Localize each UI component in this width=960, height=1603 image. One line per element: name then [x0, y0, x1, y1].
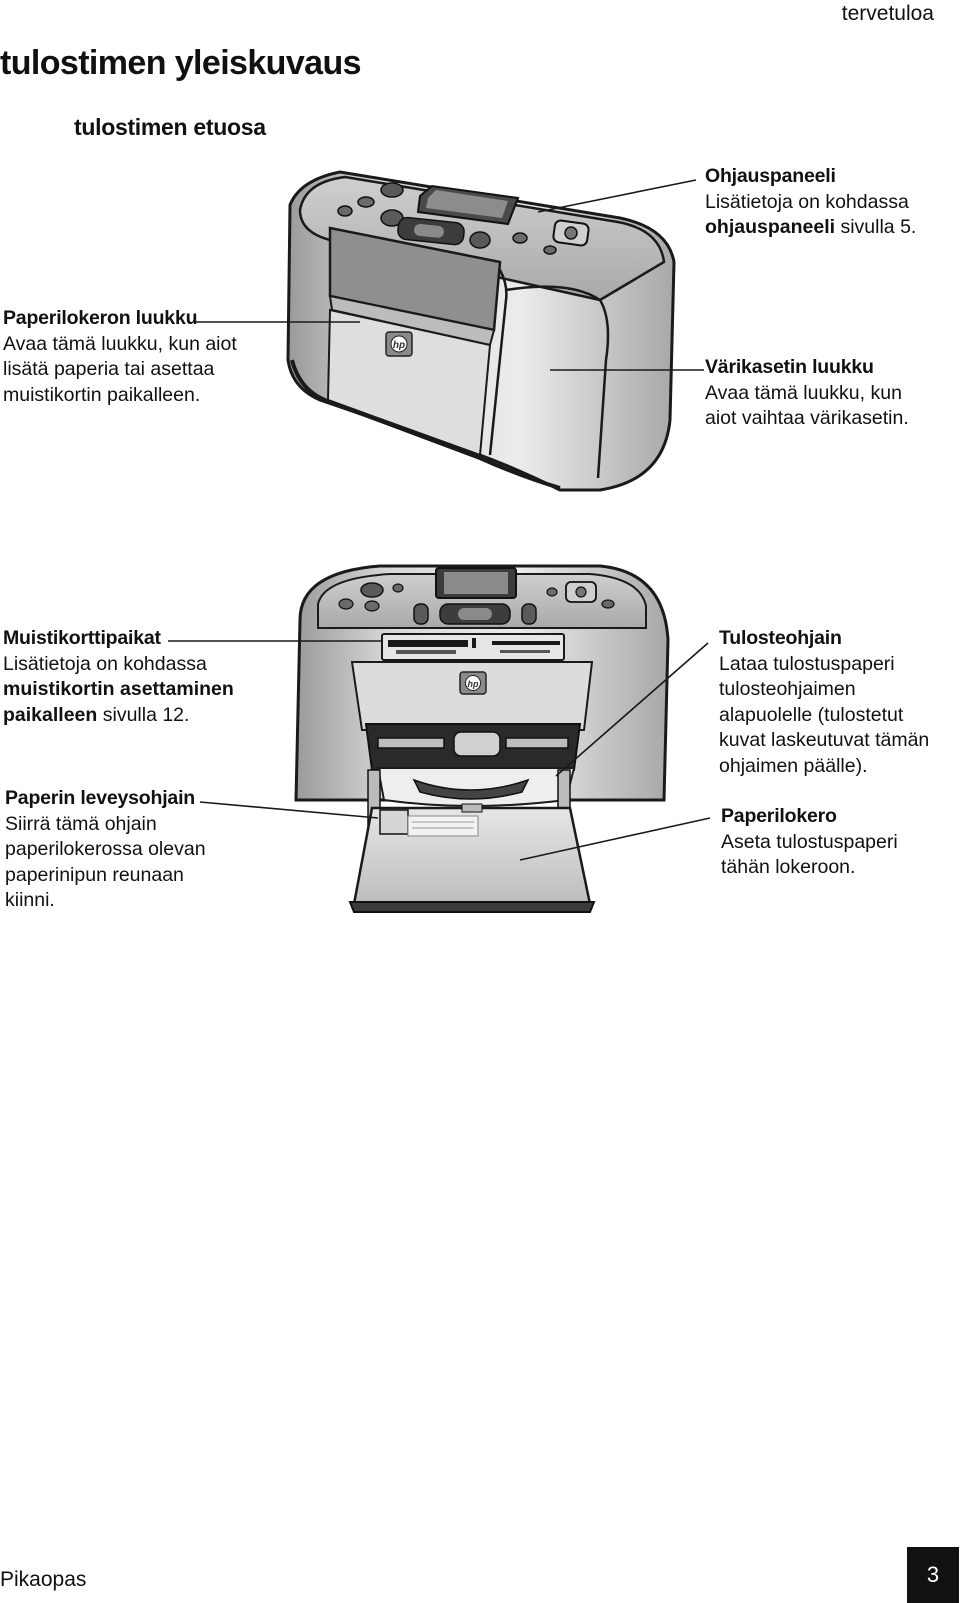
callout-heading: Paperin leveysohjain — [5, 787, 196, 809]
callout-paper-tray: Paperilokero Aseta tulostuspaperi tähän … — [721, 804, 898, 881]
callout-paper-door: Paperilokeron luukku Avaa tämä luukku, k… — [3, 306, 237, 408]
callout-text: kiinni. — [5, 889, 55, 911]
callout-leader-lines — [168, 179, 711, 861]
callout-heading: Värikasetin luukku — [705, 356, 874, 378]
reference-link[interactable]: ohjauspaneeli — [705, 216, 836, 238]
callout-card-slots: Muistikorttipaikat Lisätietoja on kohdas… — [3, 626, 234, 728]
callout-control-panel: Ohjauspaneeli Lisätietoja on kohdassa oh… — [705, 164, 916, 241]
callout-text: lisätä paperia tai asettaa — [3, 358, 215, 380]
footer-guide-name: Pikaopas — [0, 1568, 87, 1591]
callout-text: kuvat laskeutuvat tämän — [719, 729, 930, 751]
callout-text: Avaa tämä luukku, kun — [705, 381, 902, 404]
callout-text: Lisätietoja on kohdassa — [705, 190, 909, 213]
callout-heading: Muistikorttipaikat — [3, 627, 161, 649]
svg-text:hp: hp — [468, 679, 479, 689]
callout-text: tähän lokeroon. — [721, 856, 856, 878]
callout-text: ohjaimen päälle). — [719, 754, 868, 777]
reference-link[interactable]: muistikortin asettaminen — [3, 678, 234, 700]
reference-link[interactable]: paikalleen — [3, 703, 98, 726]
callout-text: Siirrä tämä ohjain — [5, 812, 157, 835]
callout-output-guide: Tulosteohjain Lataa tulostuspaperi tulos… — [719, 626, 929, 779]
callout-text: Lisätietoja on kohdassa — [3, 652, 207, 675]
callout-text: muistikortin paikalleen. — [3, 383, 201, 406]
printer-closed-illustration: hp — [286, 170, 676, 492]
callout-text: Aseta tulostuspaperi — [721, 830, 898, 853]
callout-heading: Tulosteohjain — [719, 627, 842, 649]
printer-open-illustration: hp — [294, 564, 670, 913]
callout-heading: Paperilokeron luukku — [3, 307, 198, 329]
callout-text: Avaa tämä luukku, kun aiot — [3, 332, 237, 355]
reference-page: sivulla 12. — [97, 703, 190, 726]
reference-page: sivulla 5. — [835, 216, 917, 238]
svg-text:hp: hp — [393, 340, 405, 351]
page-title: tulostimen yleiskuvaus — [0, 44, 362, 82]
callout-ink-door: Värikasetin luukku Avaa tämä luukku, kun… — [705, 355, 909, 432]
callout-text: aiot vaihtaa värikasetin. — [705, 407, 909, 429]
callout-text: tulosteohjaimen — [719, 678, 856, 700]
callout-reference-line1[interactable]: muistikortin asettaminen — [3, 677, 234, 703]
callout-heading: Ohjauspaneeli — [705, 165, 836, 187]
hp-logo-icon: hp — [385, 331, 413, 357]
callout-reference-line2[interactable]: paikalleen sivulla 12. — [3, 703, 234, 729]
section-subtitle: tulostimen etuosa — [74, 114, 266, 140]
page-number: 3 — [907, 1547, 959, 1603]
hp-logo-icon: hp — [459, 671, 487, 695]
callout-text: paperilokerossa olevan — [5, 838, 206, 860]
callout-width-guide: Paperin leveysohjain Siirrä tämä ohjain … — [5, 786, 206, 914]
callout-reference[interactable]: ohjauspaneeli sivulla 5. — [705, 215, 916, 241]
callout-text: Lataa tulostuspaperi — [719, 652, 895, 675]
callout-heading: Paperilokero — [721, 805, 837, 827]
callout-text: paperinipun reunaan — [5, 863, 184, 886]
running-header: tervetuloa — [841, 2, 934, 25]
callout-text: alapuolelle (tulostetut — [719, 703, 904, 726]
